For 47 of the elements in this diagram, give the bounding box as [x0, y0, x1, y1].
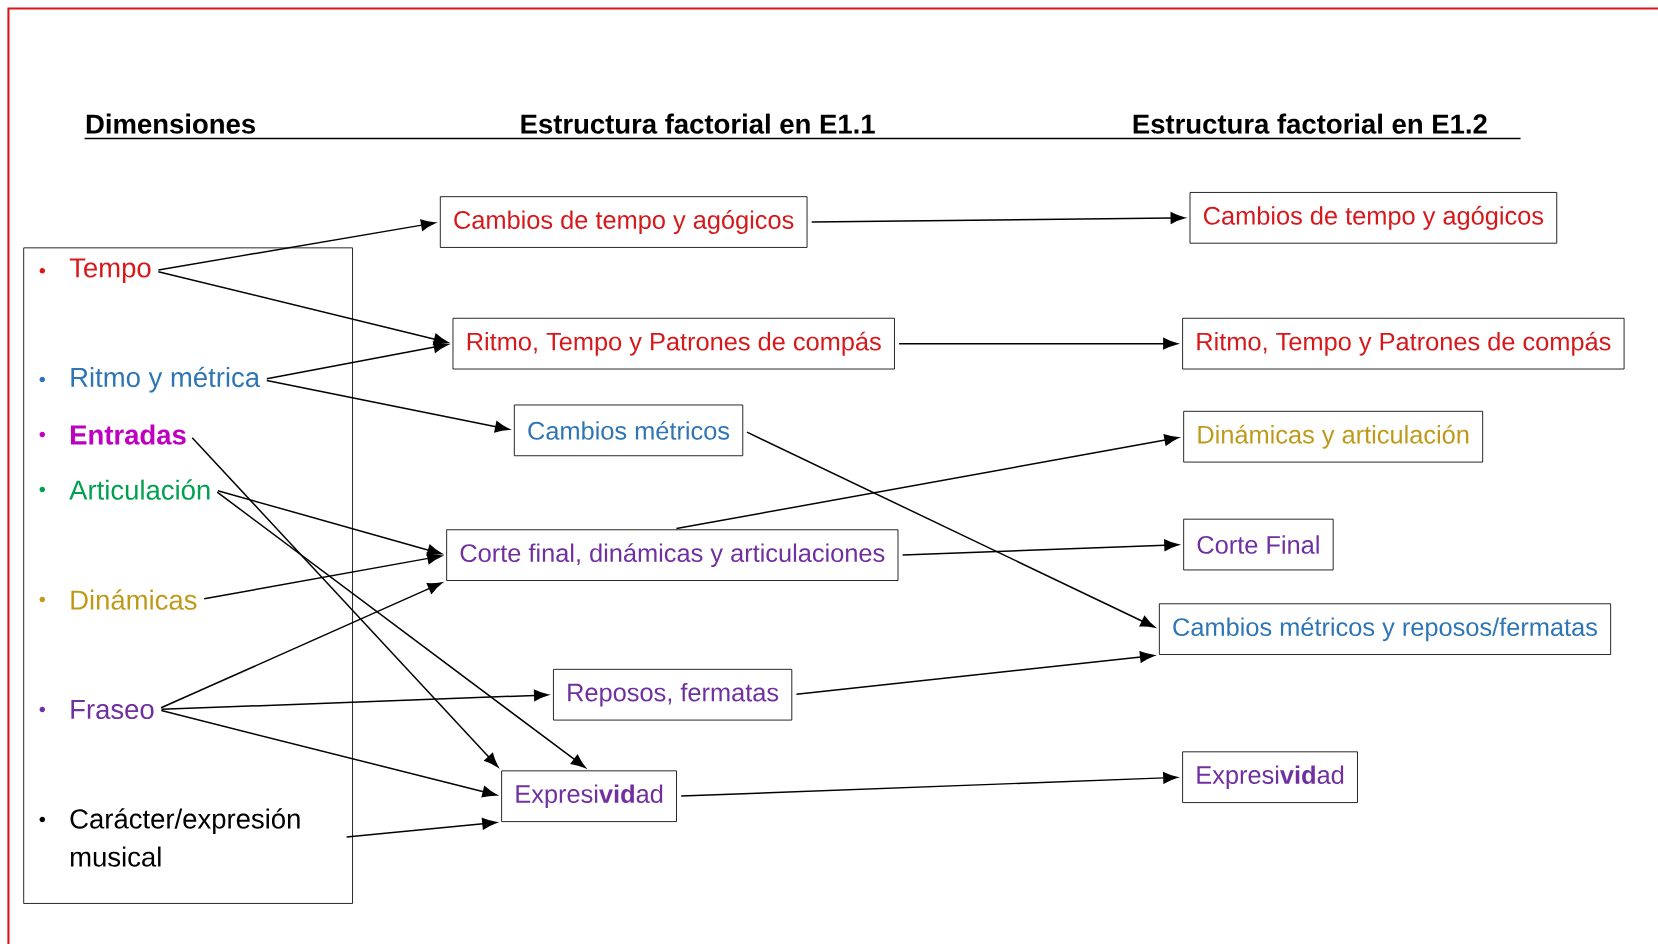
bullet-item: Carácter/expresión musical: [39, 808, 300, 867]
factor-box: Dinámicas y articulación: [1183, 410, 1484, 463]
column-heading: Dimensiones: [86, 113, 255, 134]
column-heading: Estructura factorial en E1.1: [521, 113, 875, 134]
arrow: [157, 219, 436, 271]
node-label: Articulación: [69, 479, 210, 500]
arrow: [746, 431, 1155, 628]
factor-box: Cambios métricos y reposos/fermatas: [1158, 603, 1612, 655]
factor-box: Reposos, fermatas: [553, 668, 793, 721]
arrow: [191, 436, 499, 768]
node-label: Entradas: [70, 424, 186, 445]
factor-box: Cambios métricos: [513, 404, 744, 457]
arrow: [901, 539, 1179, 556]
bullet-item: Entradas: [39, 424, 186, 445]
bullet-item: Dinámicas: [39, 589, 197, 610]
arrow: [160, 582, 443, 709]
factor-box: Cambios de tempo y agógicos: [1189, 191, 1558, 244]
arrow: [157, 270, 449, 345]
factor-box: Corte final, dinámicas y articulaciones: [446, 529, 899, 581]
arrow: [680, 771, 1178, 797]
arrow: [160, 689, 549, 710]
arrow: [795, 651, 1155, 695]
node-label: Fraseo: [71, 699, 154, 719]
bullet-item: Fraseo: [39, 699, 154, 719]
factor-box: Cambios de tempo y agógicos: [439, 196, 808, 248]
bullet-item: Tempo: [39, 258, 151, 283]
node-label: Tempo: [69, 258, 151, 283]
arrow: [160, 709, 497, 798]
arrow: [266, 341, 449, 380]
arrow: [216, 491, 586, 768]
arrow: [217, 489, 442, 556]
arrow: [810, 212, 1186, 224]
bullet-item: Articulación: [39, 479, 210, 500]
factor-box: Expresividad: [501, 770, 677, 822]
arrow: [203, 552, 442, 600]
arrow: [898, 337, 1178, 350]
dimensions-box: [23, 247, 353, 904]
arrow: [345, 817, 497, 838]
factor-box: Ritmo, Tempo y Patrones de compás: [1182, 317, 1625, 370]
bullet-item: Ritmo y métrica: [39, 366, 261, 393]
factor-box: Expresividad: [1182, 751, 1358, 803]
factor-box: Corte Final: [1183, 518, 1334, 571]
arrow: [675, 434, 1179, 530]
column-heading: Estructura factorial en E1.2: [1133, 113, 1487, 134]
factor-box: Ritmo, Tempo y Patrones de compás: [452, 317, 895, 370]
node-label: Dinámicas: [71, 589, 197, 610]
arrow: [266, 379, 510, 433]
